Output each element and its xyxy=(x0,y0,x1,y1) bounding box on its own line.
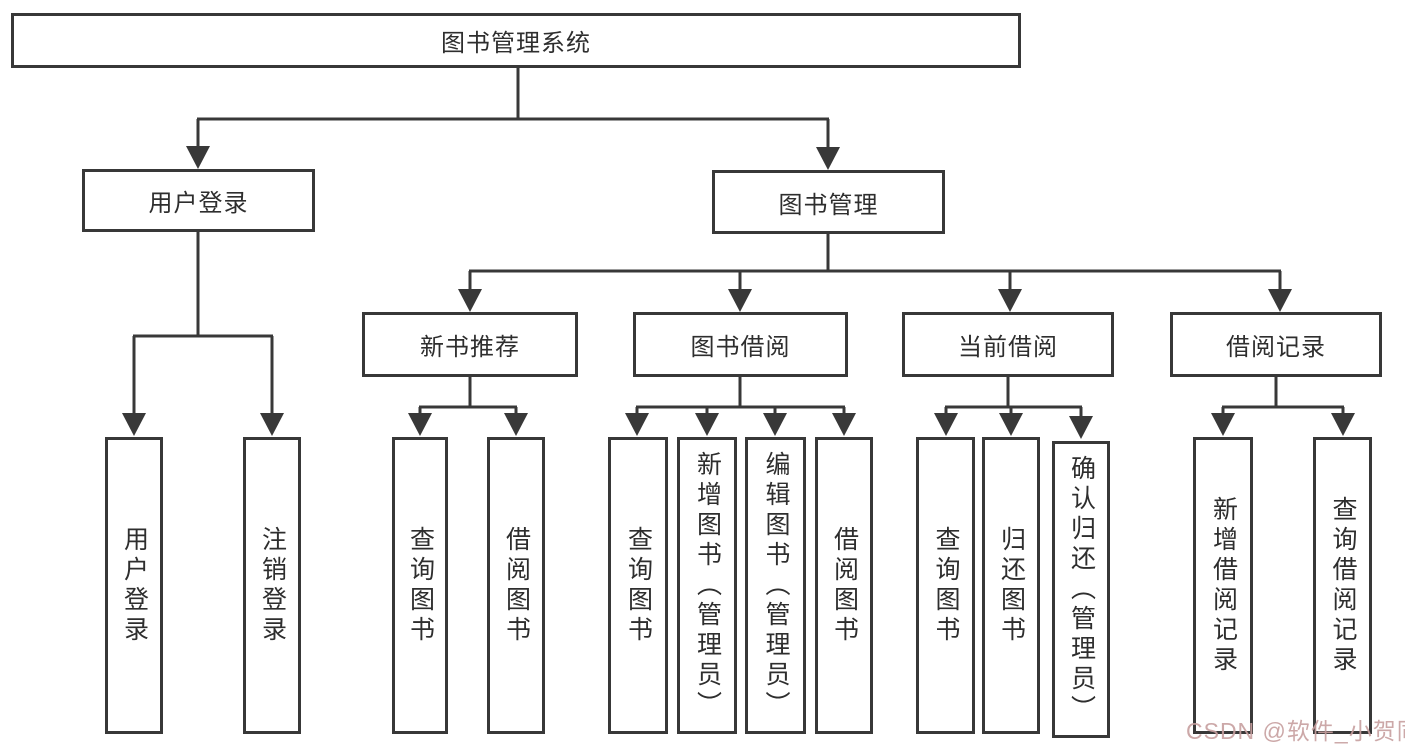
node-borrow-records: 借阅记录 xyxy=(1170,312,1382,377)
node-book-borrow: 图书借阅 xyxy=(633,312,848,377)
node-label: 用户登录 xyxy=(148,190,249,217)
leaf-label: 归还图书 xyxy=(997,525,1026,646)
leaf-label: 查询借阅记录 xyxy=(1329,495,1357,676)
arrowhead-icon xyxy=(832,413,856,436)
leaf-label: 查询图书 xyxy=(624,525,653,646)
connector-book-management-split xyxy=(468,234,1282,294)
arrowhead-icon xyxy=(1069,416,1093,439)
arrowhead-icon xyxy=(998,289,1022,312)
arrowhead-icon xyxy=(1211,413,1235,436)
arrowhead-icon xyxy=(122,413,146,436)
leaf-label: 新增借阅记录 xyxy=(1209,495,1238,676)
connector-root-split xyxy=(196,67,830,153)
arrowhead-icon xyxy=(816,147,840,170)
leaf-label: 确认归还（管理员） xyxy=(1067,454,1096,725)
connector-current-borrow-split xyxy=(944,377,1083,421)
node-current-borrow: 当前借阅 xyxy=(902,312,1114,377)
connector-new-book-recommend-split xyxy=(418,377,518,418)
arrowhead-icon xyxy=(504,413,528,436)
arrowhead-icon xyxy=(186,146,210,169)
node-label: 图书借阅 xyxy=(690,334,791,361)
leaf-label: 查询图书 xyxy=(406,525,435,646)
leaf-borrow-books-borrow: 借阅图书 xyxy=(815,437,873,734)
arrowhead-icon xyxy=(999,413,1023,436)
arrowhead-icon xyxy=(458,289,482,312)
connector-book-borrow-split xyxy=(635,377,846,418)
node-label: 当前借阅 xyxy=(958,334,1058,361)
arrowhead-icon xyxy=(763,413,787,436)
arrowhead-icon xyxy=(934,413,958,436)
leaf-edit-books-admin: 编辑图书（管理员） xyxy=(745,437,806,734)
leaf-query-books-current: 查询图书 xyxy=(916,437,975,734)
leaf-logout: 注销登录 xyxy=(243,437,301,734)
node-label: 图书管理 xyxy=(778,191,879,219)
leaf-return-books: 归还图书 xyxy=(982,437,1040,734)
leaf-confirm-return-admin: 确认归还（管理员） xyxy=(1052,441,1110,738)
node-new-book-recommend: 新书推荐 xyxy=(362,312,578,377)
leaf-query-borrow-record: 查询借阅记录 xyxy=(1313,437,1372,734)
arrowhead-icon xyxy=(260,413,284,436)
connector-user-login-split xyxy=(132,232,274,418)
leaf-user-login: 用户登录 xyxy=(105,437,163,734)
leaf-query-books-recommend: 查询图书 xyxy=(392,437,448,734)
csdn-watermark: CSDN @软件_小贺同学 xyxy=(1186,718,1405,744)
leaf-borrow-books-recommend: 借阅图书 xyxy=(487,437,545,734)
node-root-library-system: 图书管理系统 xyxy=(11,13,1021,68)
node-book-management: 图书管理 xyxy=(712,170,945,234)
arrowhead-icon xyxy=(1331,413,1355,436)
node-label: 借阅记录 xyxy=(1226,334,1326,361)
leaf-label: 新增图书（管理员） xyxy=(693,450,722,721)
arrowhead-icon xyxy=(625,413,649,436)
leaf-add-borrow-record: 新增借阅记录 xyxy=(1193,437,1253,734)
node-label: 新书推荐 xyxy=(420,334,520,361)
connector-borrow-records-split xyxy=(1221,377,1345,418)
arrowhead-icon xyxy=(728,289,752,312)
node-user-login: 用户登录 xyxy=(82,169,315,232)
leaf-label: 借阅图书 xyxy=(830,525,859,646)
arrowhead-icon xyxy=(1268,289,1292,312)
leaf-label: 借阅图书 xyxy=(502,525,531,646)
leaf-label: 用户登录 xyxy=(120,525,149,646)
arrowhead-icon xyxy=(408,413,432,436)
leaf-label: 注销登录 xyxy=(258,525,287,646)
leaf-add-books-admin: 新增图书（管理员） xyxy=(677,437,737,734)
node-label: 图书管理系统 xyxy=(441,30,591,57)
leaf-label: 查询图书 xyxy=(932,525,960,646)
leaf-label: 编辑图书（管理员） xyxy=(762,450,790,721)
arrowhead-icon xyxy=(695,413,719,436)
leaf-query-books-borrow: 查询图书 xyxy=(608,437,668,734)
